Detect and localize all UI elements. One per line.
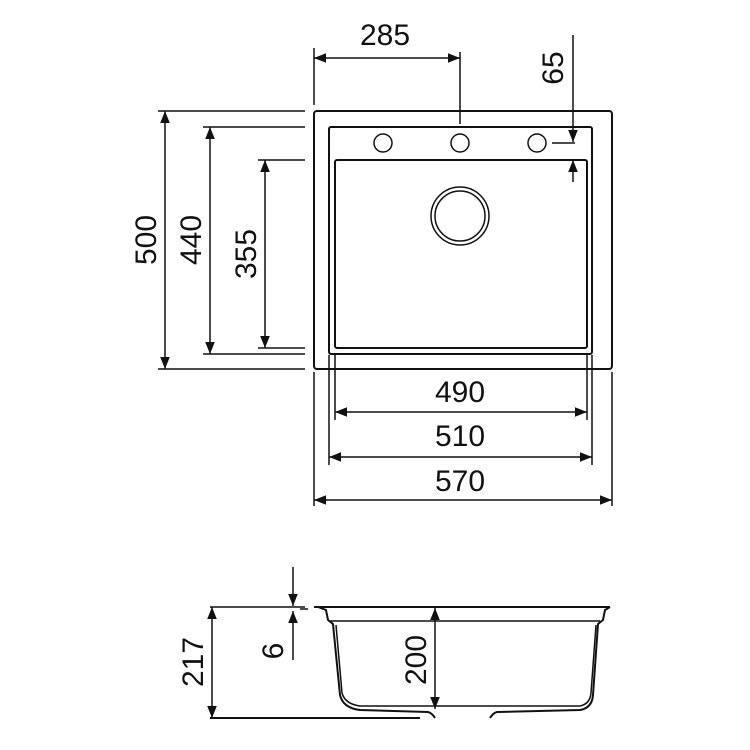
tap-hole-right: [527, 133, 547, 153]
inner-rim: [328, 126, 593, 355]
drain-outer: [430, 186, 490, 246]
sink-profile-inner: [330, 620, 600, 707]
outer-rim: [313, 110, 613, 370]
dim-570: 570: [435, 465, 485, 498]
dim-65: 65: [537, 51, 570, 84]
dim-500: 500: [130, 215, 163, 265]
top-view: 285 65 500 440 355 490 510 570: [130, 19, 613, 506]
sink-profile-outer: [314, 606, 611, 719]
dim-440: 440: [175, 215, 208, 265]
dim-6: 6: [257, 643, 290, 660]
bowl: [334, 159, 588, 349]
side-view: 217 6 200: [177, 567, 611, 719]
drain-inner: [434, 190, 486, 242]
tap-hole-left: [373, 133, 393, 153]
dim-510: 510: [435, 420, 485, 453]
tap-hole-center: [450, 133, 470, 153]
dim-285: 285: [360, 19, 410, 52]
dim-200: 200: [400, 635, 433, 685]
dim-217: 217: [177, 637, 210, 687]
dim-490: 490: [435, 376, 485, 409]
dim-355: 355: [230, 229, 263, 279]
